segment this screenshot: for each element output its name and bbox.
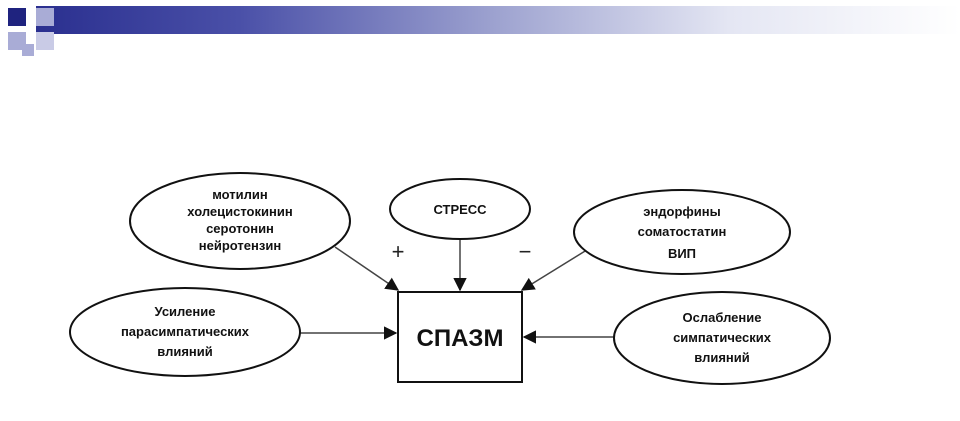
hormones-inhibiting-line-2: соматостатин — [638, 224, 727, 239]
hormones-inhibiting-line-3: ВИП — [668, 246, 696, 261]
stress-label: СТРЕСС — [433, 202, 487, 217]
ellipse-parasympathetic — [69, 287, 301, 377]
parasympathetic-line-1: Усиление — [155, 304, 216, 319]
arrow-top-right — [520, 247, 591, 291]
decor-square — [8, 8, 26, 26]
hormones-inhibiting-line-1: эндорфины — [643, 204, 721, 219]
decor-square — [36, 8, 54, 26]
spasm-label: СПАЗМ — [417, 325, 504, 352]
plus-sign: + — [392, 239, 405, 264]
parasympathetic-line-3: влияний — [157, 344, 213, 359]
hormones-stimulating-line-4: нейротензин — [199, 238, 281, 253]
hormones-stimulating-line-2: холецистокинин — [187, 204, 292, 219]
hormones-stimulating-line-3: серотонин — [206, 221, 274, 236]
sympathetic-line-2: симпатических — [673, 330, 772, 345]
hormones-stimulating-line-1: мотилин — [212, 187, 268, 202]
ellipse-sympathetic — [613, 291, 831, 385]
sympathetic-line-1: Ослабление — [683, 310, 762, 325]
spasm-box — [397, 291, 523, 383]
ellipse-hormones-inhibiting — [573, 189, 791, 275]
parasympathetic-line-2: парасимпатических — [121, 324, 250, 339]
ellipse-hormones-stimulating — [129, 172, 351, 270]
decor-square — [36, 32, 54, 50]
ellipse-stress — [389, 178, 531, 240]
decor-square — [8, 32, 26, 50]
decor-square — [22, 44, 34, 56]
minus-sign: − — [519, 239, 532, 264]
slide-title-bar — [0, 0, 960, 62]
arrow-top-left — [334, 246, 400, 291]
title-gradient-band — [36, 6, 960, 34]
sympathetic-line-3: влияний — [694, 350, 750, 365]
